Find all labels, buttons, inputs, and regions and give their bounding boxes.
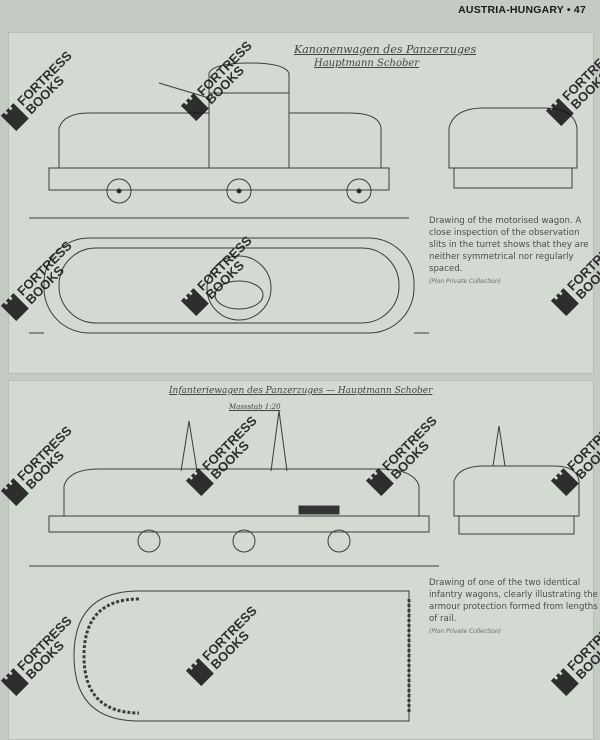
running-head: AUSTRIA-HUNGARY • 47 <box>458 4 586 16</box>
wagon-drawing-1 <box>29 62 578 334</box>
caption-text: Drawing of the motorised wagon. A close … <box>429 216 589 274</box>
drawing-title-2: Infanteriewagen des Panzerzuges — Hauptm… <box>169 386 433 396</box>
caption-credit: (Plon Private Collection) <box>429 278 501 285</box>
caption-credit: (Plon Private Collection) <box>429 628 501 635</box>
drawing-scale-2: Massstab 1:20 <box>229 403 281 411</box>
drawing-subtitle-1: Hauptmann Schober <box>314 58 420 69</box>
caption-motorised-wagon: Drawing of the motorised wagon. A close … <box>429 215 599 288</box>
caption-text: Drawing of one of the two identical infa… <box>429 578 598 624</box>
drawing-title-1: Kanonenwagen des Panzerzuges <box>294 43 477 56</box>
drawing-motorised-wagon: Kanonenwagen des Panzerzuges Hauptmann S… <box>8 32 594 374</box>
caption-infantry-wagon: Drawing of one of the two identical infa… <box>429 577 599 638</box>
wagon-drawing-2 <box>29 410 580 722</box>
drawing-infantry-wagon: Infanteriewagen des Panzerzuges — Hauptm… <box>8 380 598 740</box>
